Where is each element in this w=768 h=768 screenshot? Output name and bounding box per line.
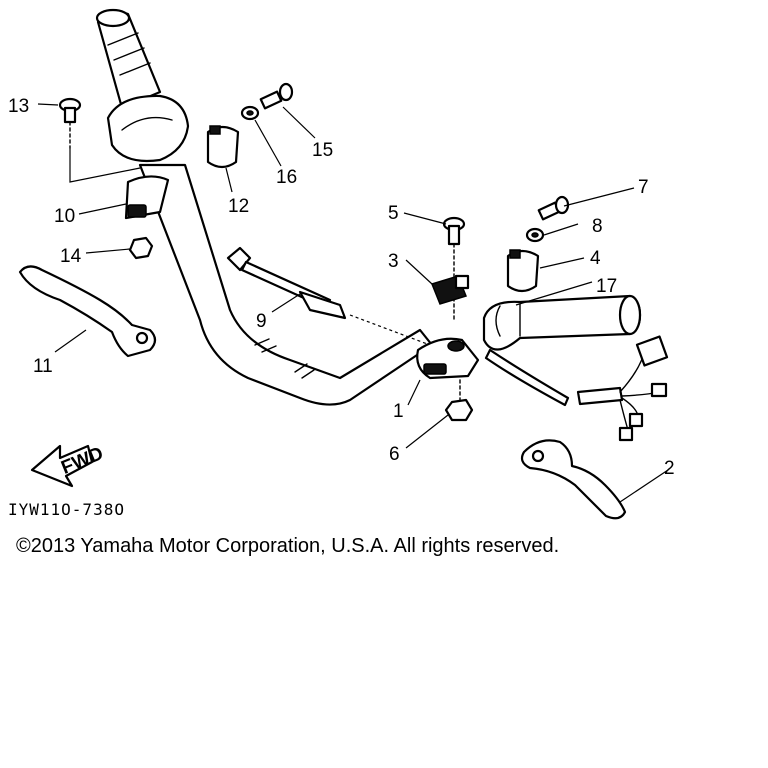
diagram-code: IYW11O-738O	[8, 500, 125, 519]
part-1-lever-holder	[416, 337, 480, 380]
callout-15: 15	[312, 140, 333, 161]
part-2-brake-lever	[520, 439, 627, 520]
wiring-harness	[576, 335, 669, 442]
leader-lines	[37, 103, 669, 503]
part-5-bolt	[442, 216, 466, 321]
part-17-throttle-grip	[482, 294, 642, 407]
copyright-notice: ©2013 Yamaha Motor Corporation, U.S.A. A…	[16, 535, 560, 557]
fwd-arrow-icon: FWD	[30, 443, 106, 488]
part-3-switch	[431, 274, 470, 305]
callout-numbers: 13 10 14 11 12 15 16 9 5 3 1 6 7 8 4 17 …	[8, 96, 675, 479]
callout-13: 13	[8, 96, 29, 117]
callout-14: 14	[60, 246, 82, 267]
part-7-screw	[537, 195, 570, 221]
part-4-clamp	[506, 249, 540, 293]
callout-10: 10	[54, 206, 75, 227]
callout-6: 6	[389, 444, 400, 465]
handlebar-tube	[138, 163, 434, 406]
callout-1: 1	[393, 401, 404, 422]
callout-17: 17	[596, 276, 617, 297]
callout-5: 5	[388, 203, 399, 224]
callout-9: 9	[256, 311, 267, 332]
left-grip	[95, 8, 190, 163]
part-13-bolt	[58, 97, 141, 183]
callout-7: 7	[638, 177, 649, 198]
callout-11: 11	[33, 356, 53, 377]
part-9-cable	[226, 246, 431, 346]
part-8-washer	[525, 227, 545, 243]
callout-2: 2	[664, 458, 675, 479]
part-15-screw	[259, 82, 294, 110]
callout-16: 16	[276, 167, 297, 188]
callout-8: 8	[592, 216, 603, 237]
callout-3: 3	[388, 251, 399, 272]
part-11-clutch-lever	[18, 265, 157, 358]
callout-12: 12	[228, 196, 249, 217]
part-14-nut	[128, 236, 154, 260]
part-12-clamp	[206, 125, 240, 169]
part-6-nut	[444, 379, 474, 422]
part-10-lever-holder	[124, 175, 170, 220]
handlebar-exploded-diagram: FWD 13 10 14 11 12 15 16 9 5 3 1 6 7 8	[8, 8, 675, 520]
part-16-washer	[240, 105, 260, 121]
callout-4: 4	[590, 248, 601, 269]
